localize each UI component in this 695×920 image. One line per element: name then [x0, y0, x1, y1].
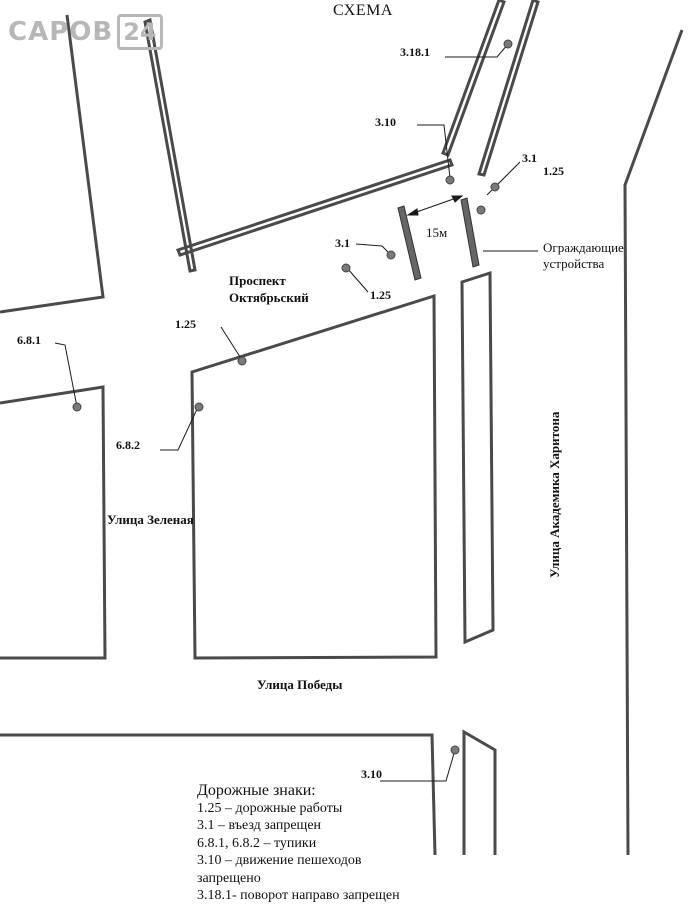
block-central: [190, 293, 438, 660]
sarov24-logo: САРОВ 24: [8, 12, 163, 52]
street-akademika-kharitona: Улица Академика Харитона: [547, 411, 562, 578]
road-east-far: [623, 29, 684, 856]
distance-label: 15м: [426, 225, 448, 240]
legend-item: 3.10 – движение пешеходов: [197, 853, 362, 868]
logo-number: 24: [117, 14, 163, 50]
leader-310-top: [417, 124, 451, 179]
barrier-right: [460, 197, 480, 268]
sign-dot-31-right: [490, 182, 500, 192]
leader-310-bottom: [380, 749, 456, 782]
legend-item: 1.25 – дорожные работы: [197, 800, 343, 816]
prospekt-north-edge: [176, 158, 454, 257]
legend-heading: Дорожные знаки:: [197, 782, 316, 799]
sign-label-125-left: 1.25: [370, 288, 391, 302]
sign-label-310-bottom: 3.10: [361, 767, 382, 781]
block-top-left: [0, 14, 105, 314]
sign-label-31-left: 3.1: [335, 236, 350, 250]
legend: Дорожные знаки: 1.25 – дорожные работы 3…: [197, 782, 400, 905]
leader-682: [160, 406, 199, 451]
logo-word: САРОВ: [8, 17, 114, 47]
leader-125-left: [346, 267, 369, 293]
block-bottom-left: [0, 733, 437, 856]
barrier-left: [397, 205, 422, 281]
street-prospekt-line2: Октябрьский: [229, 290, 309, 305]
sign-label-681: 6.8.1: [17, 333, 41, 347]
sign-dot-3181: [503, 39, 513, 49]
arrow-head-right: [451, 195, 464, 203]
barrier-label: Ограждающие устройства: [543, 240, 624, 272]
road-north-diagonal: [441, 0, 506, 157]
block-left: [0, 385, 107, 660]
barrier-label-line2: устройства: [543, 256, 605, 271]
leader-31-left: [355, 243, 391, 255]
road-north-right: [477, 0, 540, 177]
legend-item: 3.18.1- поворот направо запрещен: [197, 888, 400, 903]
sign-label-682: 6.8.2: [116, 438, 140, 452]
sign-dot-125-right: [476, 205, 486, 215]
street-pobedy: Улица Победы: [257, 677, 343, 692]
block-bottom-right: [462, 729, 497, 855]
sign-label-125-right: 1.25: [543, 164, 564, 178]
sign-dot-681: [72, 402, 82, 412]
sign-label-3181: 3.18.1: [400, 45, 430, 59]
leader-125-corner: [220, 326, 243, 361]
legend-item: 6.8.1, 6.8.2 – тупики: [197, 835, 317, 851]
sign-label-31-right: 3.1: [522, 151, 537, 165]
arrow-head-left: [406, 208, 419, 216]
barrier-label-line1: Ограждающие: [543, 240, 624, 255]
sign-dot-31-left: [386, 250, 396, 260]
street-prospekt-oktyabrsky: Проспект Октябрьский: [229, 272, 309, 306]
sign-dot-310-top: [445, 175, 455, 185]
legend-item: 3.1 – въезд запрещен: [197, 818, 322, 833]
road-north-left: [143, 17, 197, 273]
street-zelenaya: Улица Зеленая: [107, 512, 194, 527]
sign-dot-125-corner: [237, 356, 247, 366]
median-strip: [460, 270, 495, 645]
legend-item: запрещено: [197, 870, 261, 886]
map-title: СХЕМА: [333, 2, 393, 19]
leader-3181: [445, 43, 509, 58]
street-prospekt-line1: Проспект: [229, 273, 286, 288]
sign-dot-310-bottom: [450, 745, 460, 755]
leader-681: [54, 342, 78, 408]
sign-label-310-top: 3.10: [375, 115, 396, 129]
sign-label-125-corner: 1.25: [175, 317, 196, 331]
sign-dot-125-left: [341, 263, 351, 273]
sign-dot-682: [194, 402, 204, 412]
